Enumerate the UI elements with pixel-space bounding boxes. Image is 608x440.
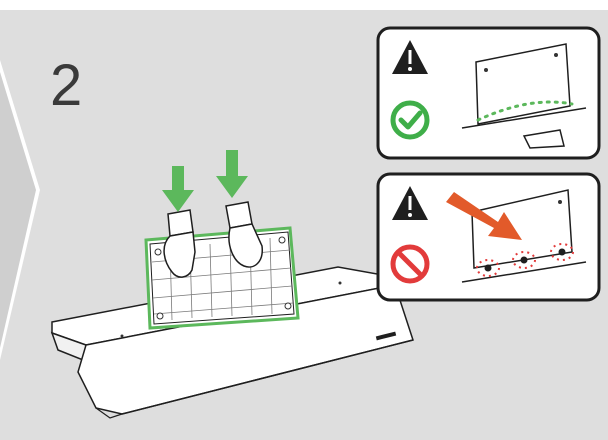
hand-left-icon (164, 210, 195, 277)
check-circle-icon (393, 103, 427, 137)
callout-correct (378, 28, 599, 158)
callout-incorrect (378, 174, 599, 300)
no-entry-icon (393, 247, 427, 281)
step-number: 2 (50, 52, 83, 119)
